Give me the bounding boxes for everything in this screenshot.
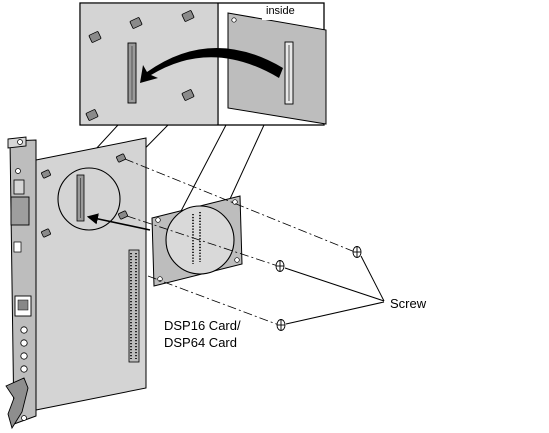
inset-spacer-posts	[85, 10, 195, 121]
pin-header	[128, 249, 140, 363]
spacer-post-icon	[118, 210, 128, 220]
spacer-post-icon	[85, 109, 99, 121]
screw-label: Screw	[390, 296, 427, 311]
main-board	[5, 136, 147, 430]
screws	[275, 246, 362, 331]
screw-icon	[276, 319, 286, 331]
ejector-lever	[5, 377, 29, 430]
spacer-post-icon	[181, 89, 195, 101]
led-icon	[20, 339, 28, 347]
alignment-lines	[124, 158, 356, 326]
screw-icon	[275, 260, 285, 272]
led-icon	[20, 365, 28, 373]
inset-board-section	[81, 4, 217, 124]
flip-arrow-icon	[140, 47, 283, 83]
inside-label: inside	[266, 5, 295, 17]
zoom-inset	[79, 2, 327, 126]
screw-icon	[352, 246, 362, 258]
dsp-card	[151, 195, 243, 287]
spacer-post-icon	[88, 31, 102, 43]
spacer-post-icon	[41, 169, 51, 179]
spacer-post-icon	[181, 10, 195, 22]
card-name-line1: DSP16 Card/	[164, 318, 241, 333]
spacer-post-icon	[41, 228, 51, 238]
led-icon	[20, 352, 28, 360]
spacer-post-icon	[116, 153, 126, 163]
insert-arrow-icon	[86, 213, 151, 231]
led-icon	[20, 326, 28, 334]
screw-callout-lines	[284, 255, 385, 325]
board-zoom-circle	[57, 167, 121, 231]
card-name-line2: DSP64 Card	[164, 335, 237, 350]
spacer-post-icon	[129, 17, 143, 29]
